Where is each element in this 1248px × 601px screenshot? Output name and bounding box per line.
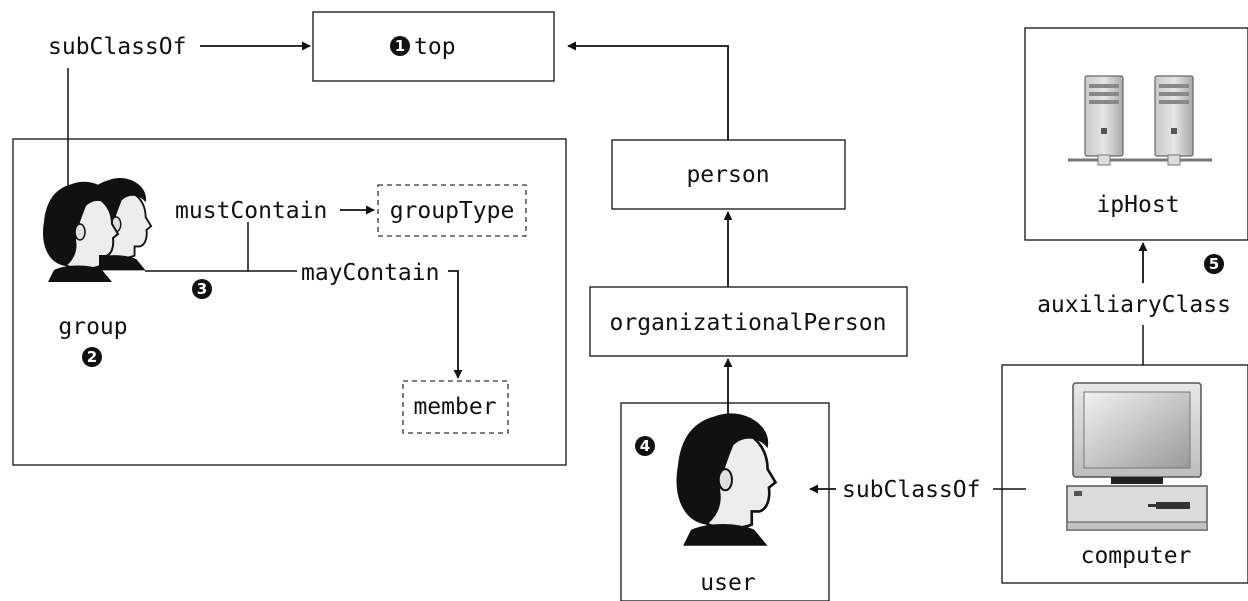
ip-host-label: ipHost bbox=[1096, 192, 1179, 218]
svg-text:1: 1 bbox=[395, 37, 405, 55]
person-label: person bbox=[686, 162, 769, 188]
may-contain-label: mayContain bbox=[301, 260, 439, 286]
organizational-person-label: organizationalPerson bbox=[610, 310, 887, 336]
group-label: group bbox=[58, 314, 127, 340]
member-label: member bbox=[413, 394, 496, 420]
callout-4: 4 bbox=[635, 436, 655, 456]
organizational-person-box bbox=[589, 286, 908, 357]
server-network-icon bbox=[1068, 75, 1212, 166]
subclassof-computer-label: subClassOf bbox=[842, 477, 980, 503]
callout-2: 2 bbox=[82, 347, 102, 367]
subclassof-group-label: subClassOf bbox=[48, 34, 186, 60]
desktop-computer-icon bbox=[1066, 382, 1208, 531]
callout-5: 5 bbox=[1204, 254, 1224, 274]
svg-text:3: 3 bbox=[197, 280, 207, 298]
group-type-label: groupType bbox=[390, 198, 515, 224]
svg-text:2: 2 bbox=[87, 348, 97, 366]
callout-3: 3 bbox=[192, 279, 212, 299]
member-box bbox=[402, 380, 509, 434]
user-label: user bbox=[700, 570, 755, 596]
must-contain-label: mustContain bbox=[175, 198, 327, 224]
auxiliary-class-label: auxiliaryClass bbox=[1037, 292, 1231, 318]
group-type-box bbox=[377, 184, 527, 237]
callout-1: 1 bbox=[390, 36, 410, 56]
svg-text:4: 4 bbox=[640, 437, 650, 455]
top-box bbox=[312, 11, 555, 82]
person-to-top-arrow bbox=[567, 41, 729, 140]
computer-label: computer bbox=[1081, 543, 1192, 569]
ip-host-box bbox=[1024, 27, 1248, 241]
svg-text:5: 5 bbox=[1209, 255, 1219, 273]
may-contain-arrow bbox=[448, 270, 463, 379]
top-label: top bbox=[414, 34, 456, 60]
